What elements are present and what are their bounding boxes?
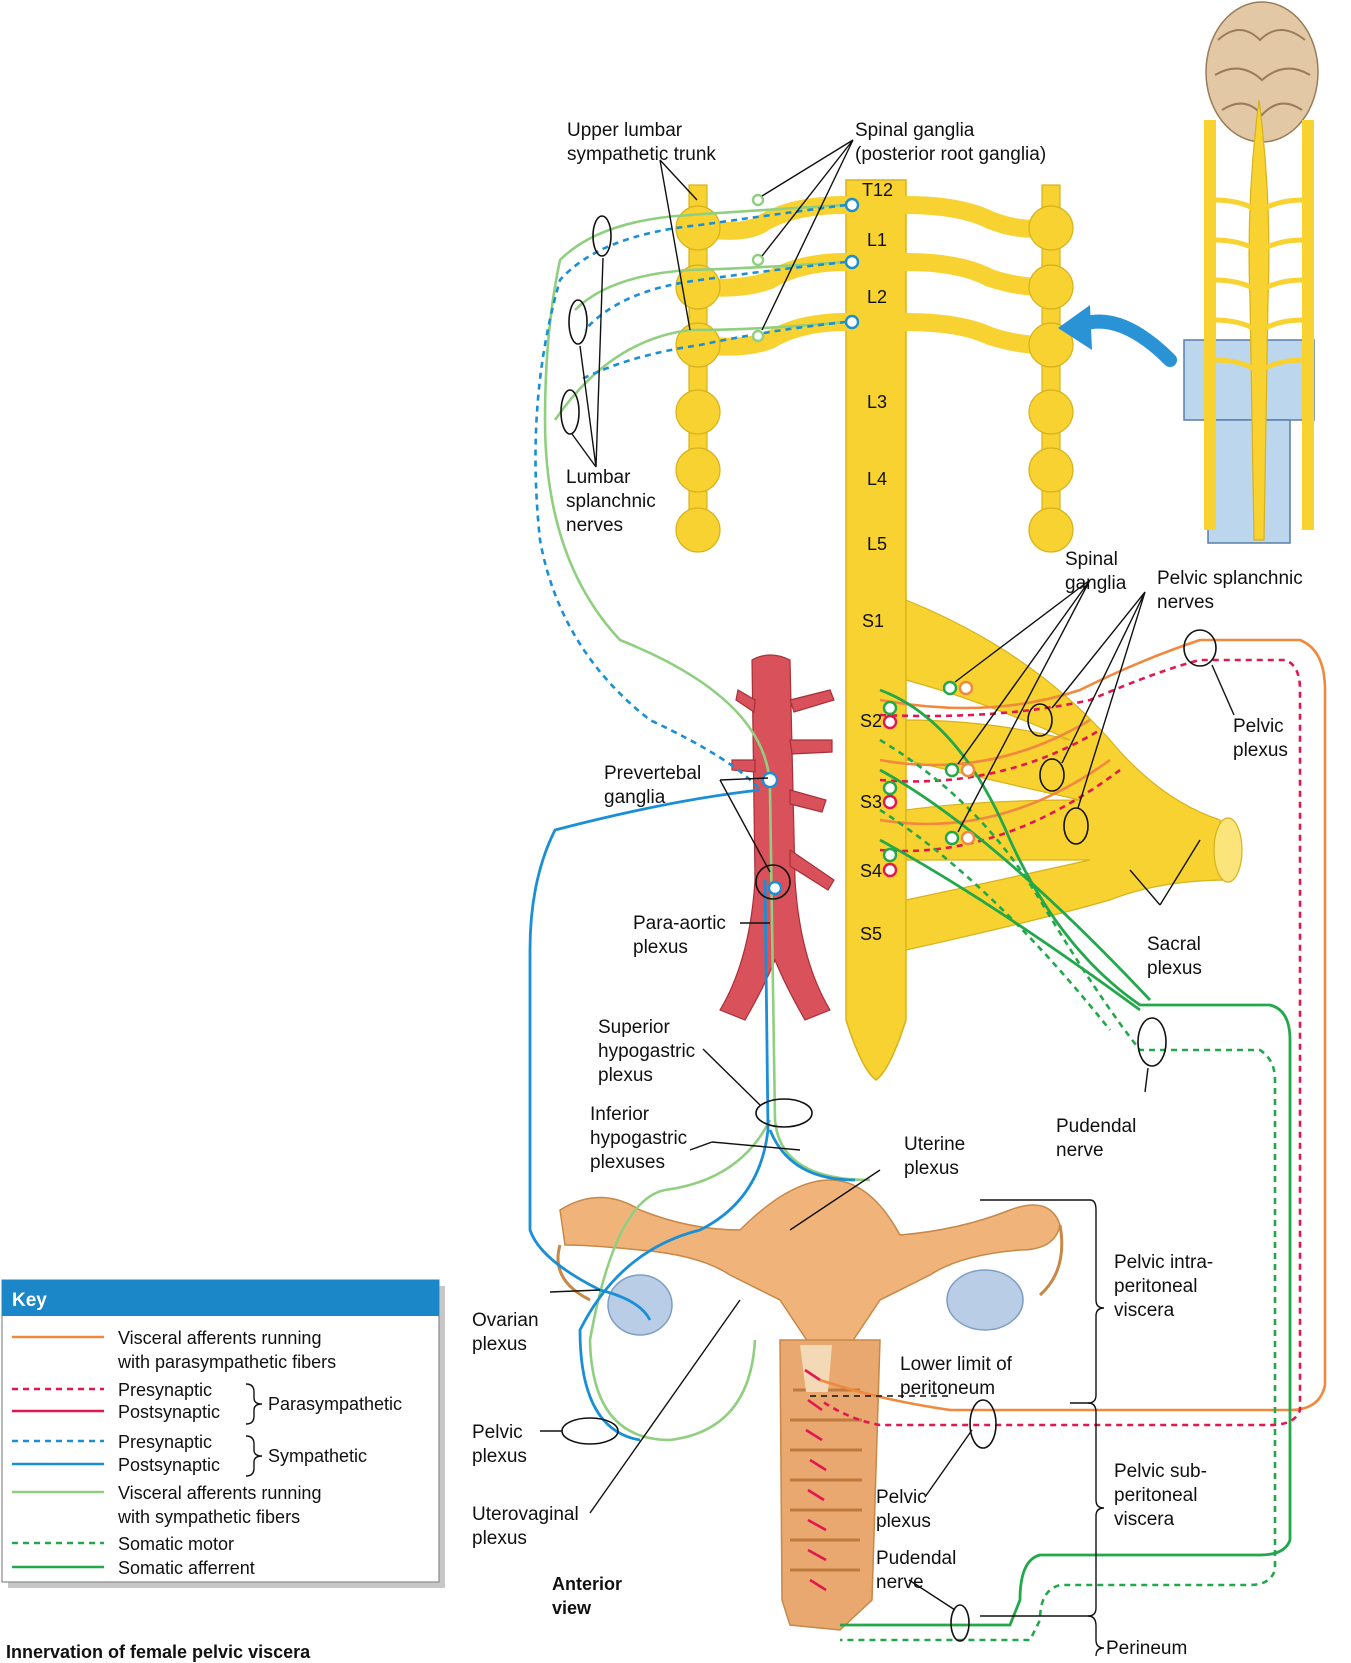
svg-text:Presynaptic: Presynaptic (118, 1432, 212, 1452)
segment-label: S3 (860, 792, 882, 812)
label-uterovaginal: Uterovaginal plexus (472, 1504, 584, 1549)
aorta (720, 655, 834, 1020)
right-sympathetic-trunk (1029, 185, 1073, 552)
label-spinal-ganglia-top: Spinal ganglia (posterior root ganglia) (855, 120, 1046, 165)
segment-label: T12 (862, 180, 893, 200)
segment-label: S2 (860, 711, 882, 731)
label-inferior-hypogastric: Inferior hypogastric plexuses (590, 1104, 692, 1173)
key-legend: Key Visceral afferents running with para… (2, 1280, 445, 1588)
left-sympathetic-trunk (676, 185, 720, 552)
inset-cord-overview (1184, 2, 1318, 543)
figure-caption: Innervation of female pelvic viscera (6, 1642, 311, 1662)
uterus (560, 1180, 1060, 1630)
key-group-parasympathetic: Parasympathetic (268, 1394, 402, 1414)
left-ovary (558, 1245, 672, 1335)
label-pelvic-splanchnic: Pelvic splanchnic nerves (1157, 568, 1308, 613)
svg-text:Presynaptic: Presynaptic (118, 1380, 212, 1400)
label-upper-lumbar-trunk: Upper lumbar sympathetic trunk (567, 120, 716, 165)
label-intraperitoneal: Pelvic intra- peritoneal viscera (1114, 1252, 1219, 1321)
svg-text:Somatic afferrent: Somatic afferrent (118, 1558, 255, 1578)
label-pelvic-plexus-left: Pelvic plexus (472, 1422, 528, 1467)
segment-label: L4 (867, 469, 887, 489)
segment-label: L5 (867, 534, 887, 554)
segment-label: S4 (860, 861, 882, 881)
label-para-aortic: Para-aortic plexus (633, 913, 731, 958)
segment-label: S1 (862, 611, 884, 631)
label-uterine-plexus: Uterine plexus (904, 1134, 971, 1179)
label-pudendal-lower: Pudendal nerve (876, 1548, 962, 1593)
svg-text:Postsynaptic: Postsynaptic (118, 1455, 220, 1475)
label-pelvic-plexus-center: Pelvic plexus (876, 1487, 932, 1532)
svg-text:Somatic motor: Somatic motor (118, 1534, 234, 1554)
label-lower-limit: Lower limit of peritoneum (900, 1354, 1017, 1399)
label-pelvic-plexus-right: Pelvic plexus (1233, 716, 1289, 761)
label-sacral-plexus: Sacral plexus (1147, 934, 1206, 979)
orientation-arrow (1058, 305, 1170, 360)
segment-label: L3 (867, 392, 887, 412)
label-ovarian-plexus: Ovarian plexus (472, 1310, 544, 1355)
segment-label: L1 (867, 230, 887, 250)
label-lumbar-splanchnic: Lumbar splanchnic nerves (566, 467, 661, 536)
label-spinal-ganglia-sacral: Spinal ganglia (1065, 549, 1127, 594)
label-superior-hypogastric: Superior hypogastric plexus (598, 1017, 700, 1086)
key-title: Key (12, 1290, 47, 1311)
key-header (2, 1280, 439, 1316)
segment-label: L2 (867, 287, 887, 307)
segment-label: S5 (860, 924, 882, 944)
label-perineum: Perineum (1106, 1638, 1187, 1659)
view-label: Anterior view (552, 1574, 627, 1618)
label-pudendal-upper: Pudendal nerve (1056, 1116, 1142, 1161)
key-group-sympathetic: Sympathetic (268, 1446, 367, 1466)
label-subperitoneal: Pelvic sub- peritoneal viscera (1114, 1461, 1212, 1530)
svg-text:Postsynaptic: Postsynaptic (118, 1402, 220, 1422)
